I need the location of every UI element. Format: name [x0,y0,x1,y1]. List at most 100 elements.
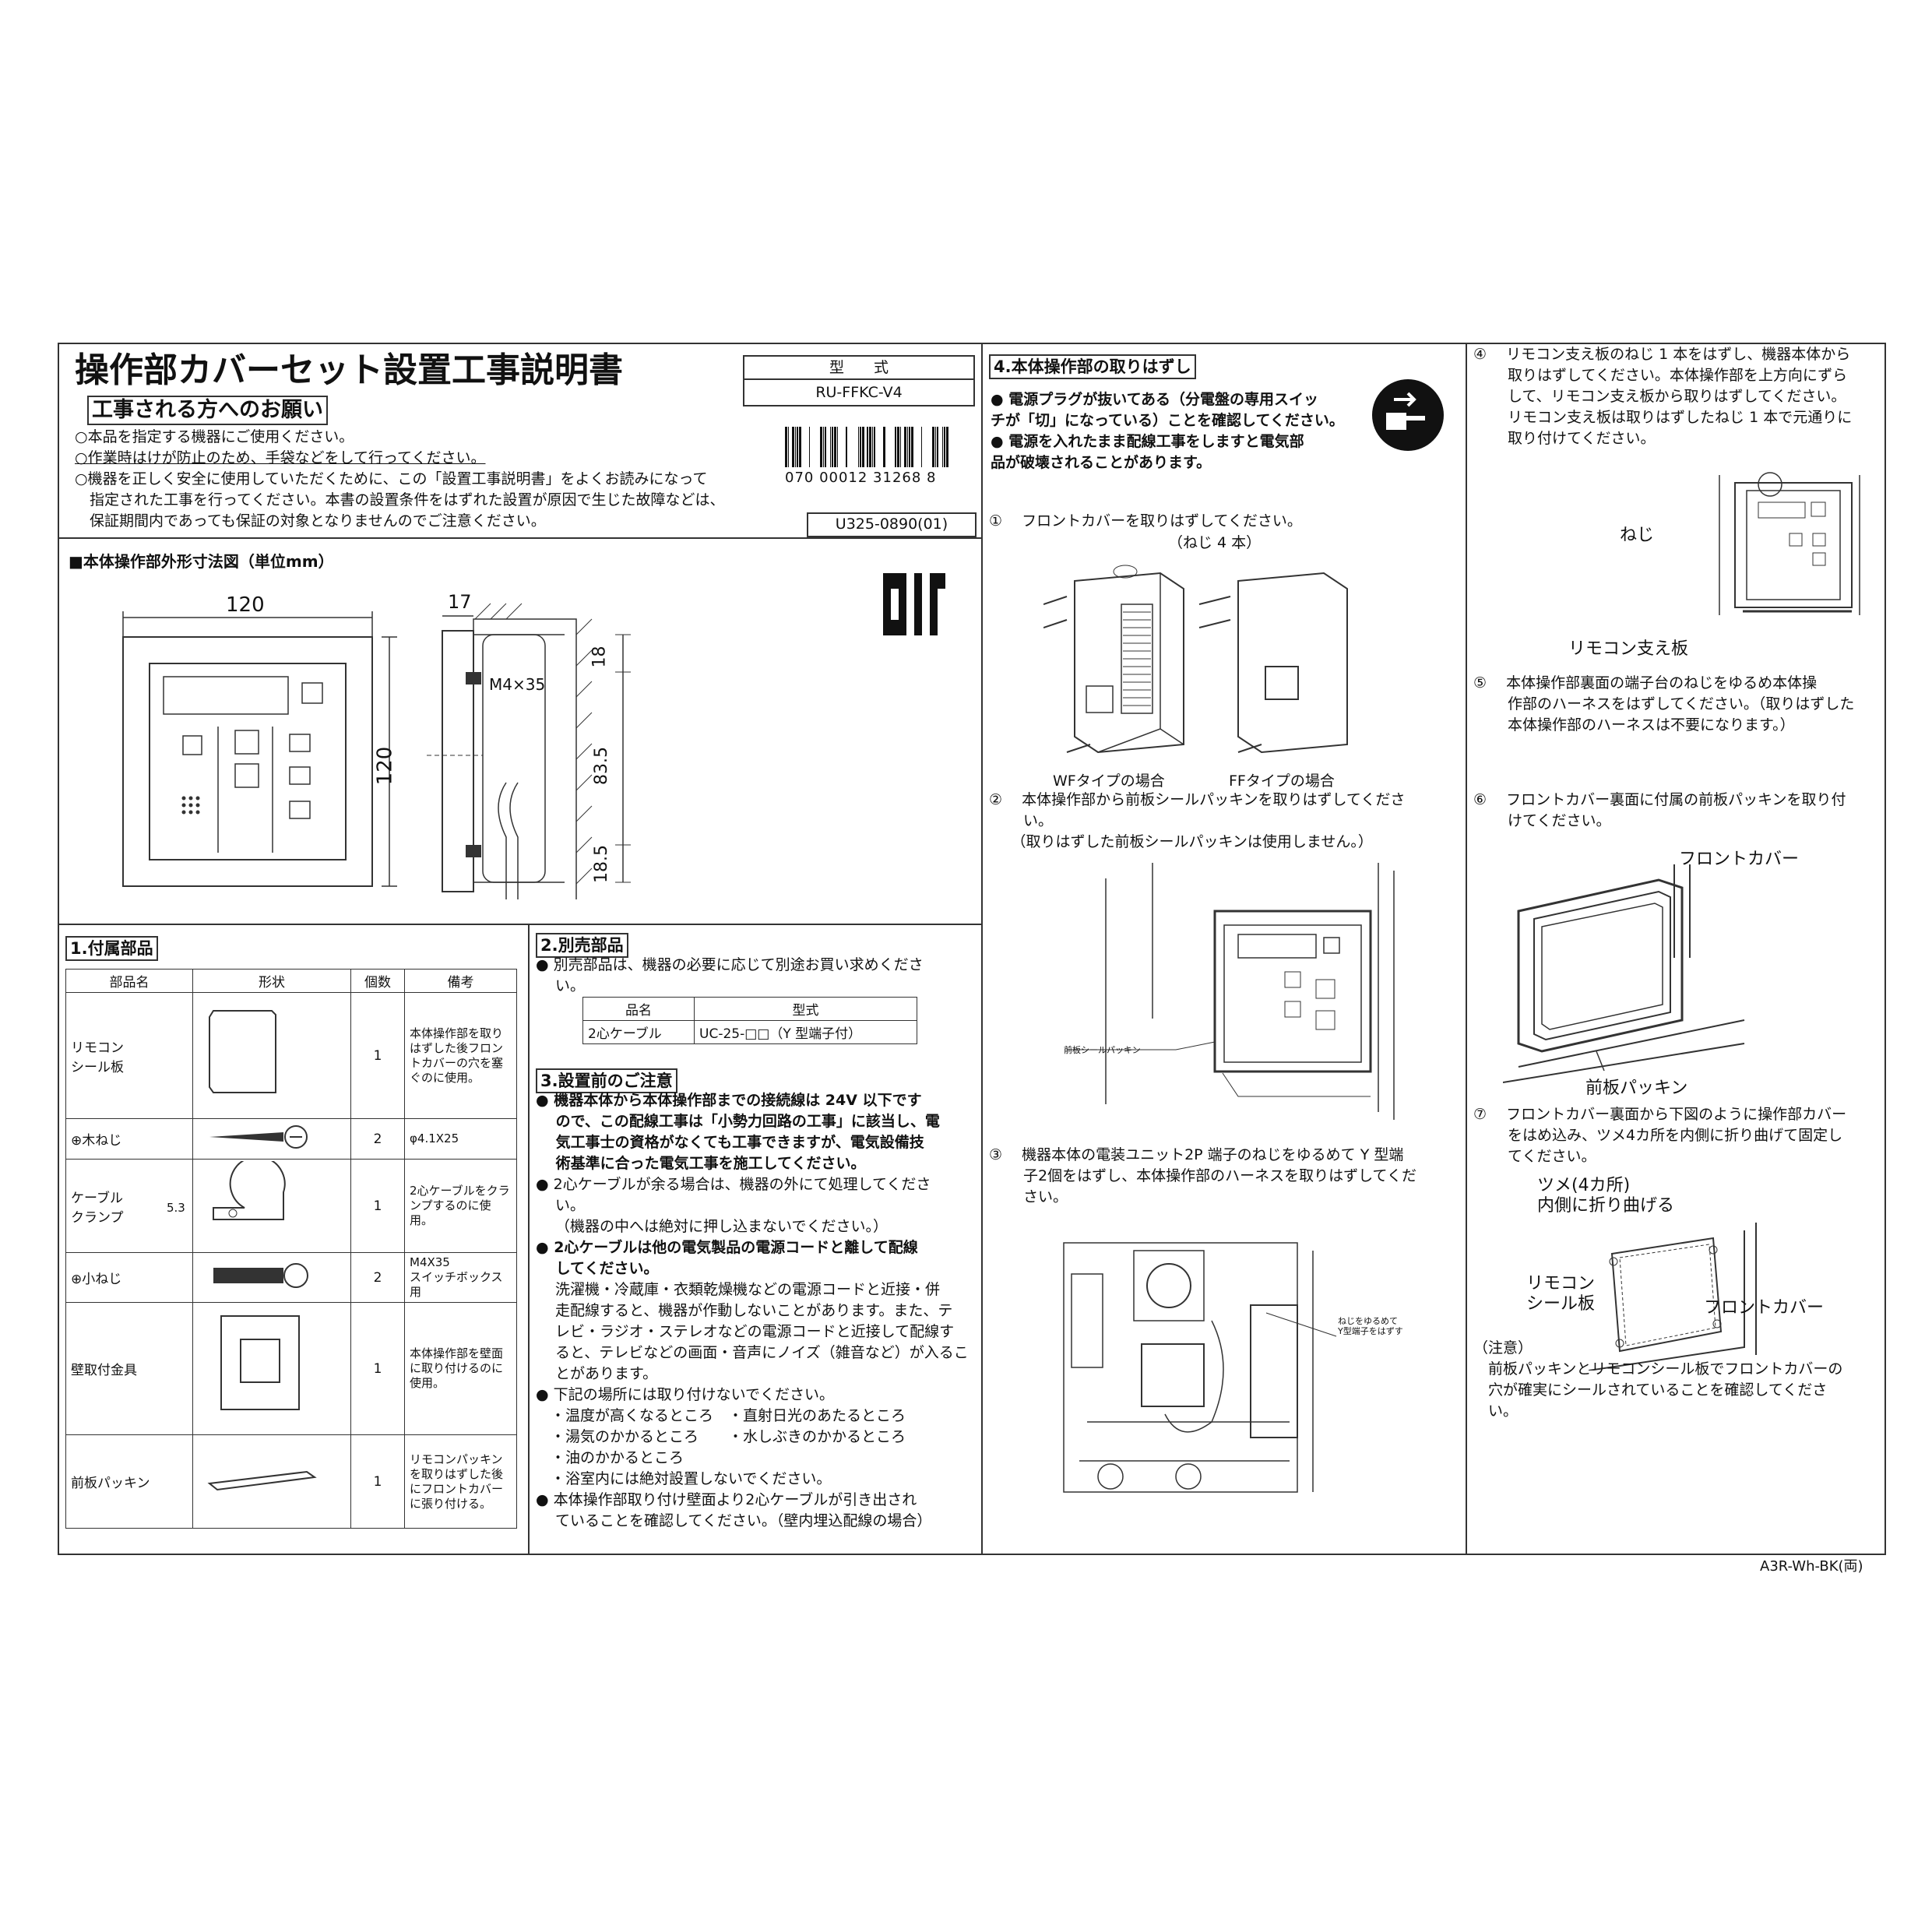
label-line: シール板 [1526,1294,1596,1314]
qr-module [899,577,903,581]
barcode-bar [860,427,861,467]
qr-module [914,624,918,628]
barcode-bar [867,427,868,467]
qr-module [887,620,891,624]
qr-module [903,600,906,604]
step-line: い。 [989,812,1054,829]
part-shape [192,1252,351,1303]
wf-label: WFタイプの場合 [1053,772,1165,790]
barcode-bar [895,427,896,467]
caution-line: ので、この配線工事は「小勢力回路の工事」に該当し、電 [536,1113,940,1130]
part-count: 1 [350,1302,405,1435]
part-name: ケーブル クランプ [65,1159,193,1253]
qr-module [899,616,903,620]
step-line: リモコン支え板は取りはずしたねじ 1 本で元通りに [1473,409,1853,426]
qr-module [903,604,906,608]
barcode-bar [799,427,801,467]
qr-module [887,616,891,620]
step-line: さい。 [989,1188,1068,1205]
note-line: ○作業時はけが防止のため、手袋などをして行ってください。 [75,449,486,466]
qr-module [938,585,941,589]
qr-module [941,573,945,577]
qr-module [887,600,891,604]
parts-heading: 1.付属部品 [65,936,158,961]
doc-number: U325-0890(01) [807,512,977,537]
qr-module [918,620,922,624]
qr-module [899,581,903,585]
model-label: 型 式 [744,357,973,380]
dimension-drawing [122,603,631,899]
barcode-bar [932,427,934,467]
qr-module [899,585,903,589]
qr-module [883,581,887,585]
step-line: 作部のハーネスをはずしてください。（取りはずした [1473,695,1855,713]
qr-module [891,624,895,628]
section-divider [59,537,981,539]
part-note: 本体操作部を取りはずした後フロントカバーの穴を塞ぐのに使用。 [404,992,517,1119]
qr-module [883,628,887,632]
qr-module [930,593,934,596]
qr-module [930,577,934,581]
barcode-bar [834,427,836,467]
step-line: ② 本体操作部から前板シールパッキンを取りはずしてくださ [989,791,1406,808]
qr-module [883,577,887,581]
qr-module [914,593,918,596]
qr-module [895,624,899,628]
table-row: 壁取付金具 1 本体操作部を壁面に取り付けるのに使用。 [65,1302,517,1435]
note-block: （注意） 前板パッキンとリモコンシール板でフロントカバーの 穴が確実にシールされ… [1473,1338,1842,1422]
table-cell: 2心ケーブル [582,1020,695,1044]
part-shape [192,1302,351,1435]
qr-module [903,616,906,620]
qr-module [918,632,922,635]
qr-module [930,620,934,624]
document-sheet [58,343,1886,1555]
qr-module [895,581,899,585]
qr-module [934,628,938,632]
qr-module [914,585,918,589]
qr-module [914,612,918,616]
qr-module [903,577,906,581]
caution-line: 術基準に合った電気工事を施工してください。 [536,1155,866,1172]
step-line: ③ 機器本体の電装ユニット2P 端子のねじをゆるめて Y 型端 [989,1146,1404,1163]
qr-module [899,620,903,624]
table-row: ⊕木ねじ 2 φ4.1X25 [65,1118,517,1160]
caution-line: ・浴室内には絶対設置しないでください。 [536,1470,832,1487]
qr-module [934,589,938,593]
table-row: ⊕小ねじ 2 M4X35 スイッチボックス用 [65,1252,517,1303]
step-2: ② 本体操作部から前板シールパッキンを取りはずしてくださ い。 （取りはずした前… [989,790,1405,853]
qr-code [883,573,945,635]
caution-line: ・油のかかるところ [536,1449,684,1466]
unplug-warning-icon [1372,379,1444,451]
label-line: 内側に折り曲げる [1537,1196,1675,1216]
qr-module [891,577,895,581]
qr-module [918,616,922,620]
qr-module [930,585,934,589]
barcode-bar [785,427,787,467]
qr-module [895,628,899,632]
front-cover-label-2: フロントカバー [1704,1298,1825,1318]
qr-module [918,600,922,604]
qr-module [934,573,938,577]
qr-module [903,628,906,632]
clamp-dim: 5.3 [167,1201,185,1215]
step-line: 取りはずしてください。本体操作部を上方向にずら [1473,367,1848,384]
qr-module [895,632,899,635]
qr-module [914,608,918,612]
part-count: 2 [350,1118,405,1160]
barcode-bar [820,427,822,467]
cover-fitting-illustration [1589,1223,1757,1371]
step-line: ⑥ フロントカバー裏面に付属の前板パッキンを取り付 [1473,791,1846,808]
tab-label: ツメ(4カ所) 内側に折り曲げる [1537,1176,1674,1216]
warning-line: ● 電源プラグが抜いてある（分電盤の専用スイッ [991,391,1319,408]
qr-module [930,604,934,608]
qr-module [883,604,887,608]
qr-module [899,608,903,612]
barcode-bar [846,427,847,467]
part-note: 2心ケーブルをクランプするのに使用。 [404,1159,517,1253]
qr-module [941,581,945,585]
qr-module [930,624,934,628]
qr-module [883,632,887,635]
qr-module [930,589,934,593]
qr-module [883,624,887,628]
qr-module [891,620,895,624]
